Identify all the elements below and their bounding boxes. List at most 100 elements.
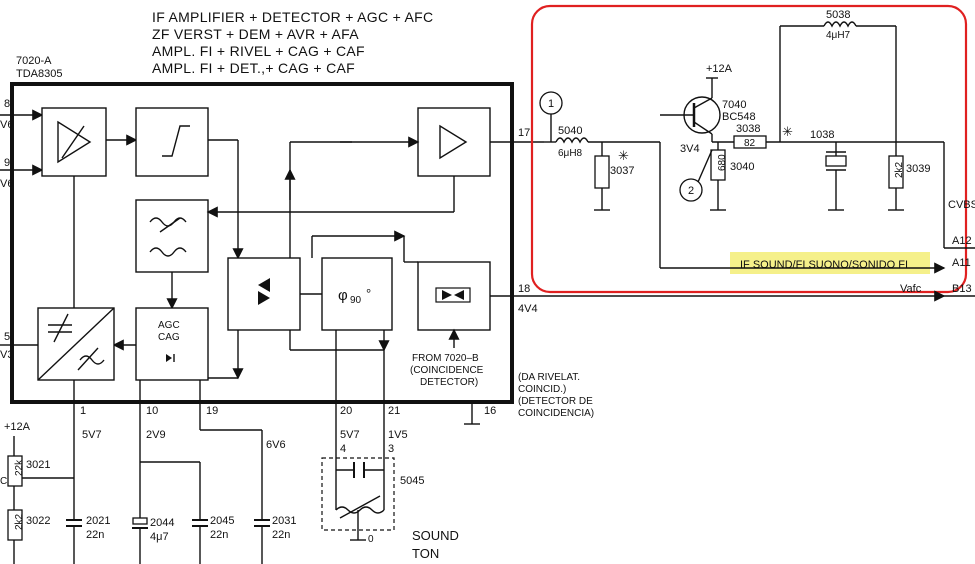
phase-degree: ° <box>366 286 371 301</box>
a12-label: A12 <box>952 235 972 247</box>
pin-1-voltage: 5V7 <box>82 429 102 441</box>
pin-18: 18 <box>518 283 530 295</box>
phase-sub: 90 <box>350 295 362 306</box>
resistor-3039-value: 2k2 <box>894 161 905 178</box>
svg-text:✳: ✳ <box>618 148 629 163</box>
transistor-supply: +12A <box>706 63 733 75</box>
cap-2044-label: 2044 <box>150 517 174 529</box>
block-output-amplifier <box>417 107 491 177</box>
pin-20: 20 <box>340 405 352 417</box>
pin-18-voltage: 4V4 <box>518 303 538 315</box>
header-line-4: AMPL. FI + DET.,+ CAG + CAF <box>152 60 355 76</box>
from-note-1: FROM 7020–B <box>412 353 479 364</box>
block-limiter <box>135 107 209 177</box>
resistor-3022-value: 2k2 <box>14 513 25 530</box>
cap-2021-label: 2021 <box>86 515 110 527</box>
c-mark: C <box>0 476 7 487</box>
inductor-5040-label: 5040 <box>558 125 582 137</box>
header-line-2: ZF VERST + DEM + AVR + AFA <box>152 26 359 42</box>
pin-5: 5 <box>4 331 10 343</box>
sound-label: SOUND <box>412 528 459 543</box>
agc-label: AGC <box>158 320 180 331</box>
header-line-1: IF AMPLIFIER + DETECTOR + AGC + AFC <box>152 9 433 25</box>
resistor-3039-label: 3039 <box>906 163 930 175</box>
block-coincidence-detector <box>417 261 491 331</box>
inductor-5038-label: 5038 <box>826 9 850 21</box>
pin-16: 16 <box>484 405 496 417</box>
resistor-3038-value: 82 <box>744 138 756 149</box>
marker-2: 2 <box>688 185 694 197</box>
from-note-3: DETECTOR) <box>420 377 478 388</box>
block-bandpass-filter <box>135 199 209 273</box>
marker-1: 1 <box>548 98 554 110</box>
svg-text:✳: ✳ <box>782 124 793 139</box>
pin-19-voltage: 6V6 <box>266 439 286 451</box>
pin-10: 10 <box>146 405 158 417</box>
pin-9: 9 <box>4 157 10 169</box>
pin-5-voltage: V3 <box>0 349 13 361</box>
gnd-label-0: 0 <box>368 534 374 545</box>
pin-21-voltage: 1V5 <box>388 429 408 441</box>
pin-4: 4 <box>340 443 346 455</box>
filter-1038 <box>825 155 847 167</box>
cap-2045-value: 22n <box>210 529 228 541</box>
a11-label: A11 <box>952 257 971 269</box>
block-phase-shifter <box>321 257 393 331</box>
cap-2031-value: 22n <box>272 529 290 541</box>
from-note-4: (DA RIVELAT. <box>518 372 580 383</box>
inductor-5040-value: 6μH8 <box>558 148 583 159</box>
cag-label: CAG <box>158 332 180 343</box>
cap-2031-label: 2031 <box>272 515 296 527</box>
block-demodulator <box>227 257 301 331</box>
pin-21: 21 <box>388 405 400 417</box>
emitter-voltage: 3V4 <box>680 143 700 155</box>
capacitor-3037 <box>594 155 610 189</box>
ic-name: 7020-A <box>16 55 52 67</box>
resistor-3021-value: 22k <box>14 459 25 476</box>
pin-8: 8 <box>4 98 10 110</box>
from-note-7: COINCIDENCIA) <box>518 408 594 419</box>
resistor-3021 <box>7 455 23 487</box>
highlight-outline <box>530 4 968 294</box>
if-sound-note: IF SOUND/FI SUONO/SONIDO FI <box>740 259 908 271</box>
cap-2021-value: 22n <box>86 529 104 541</box>
capacitor-3037-label: 3037 <box>610 165 634 177</box>
ton-label: TON <box>412 546 439 561</box>
phase-symbol: φ <box>338 287 348 304</box>
block-variable-amplifier <box>41 107 107 177</box>
ic-type: TDA8305 <box>16 68 62 80</box>
bottom-supply: +12A <box>4 421 31 433</box>
inductor-5038-value: 4μH7 <box>826 30 851 41</box>
pin-10-voltage: 2V9 <box>146 429 166 441</box>
b13-label: B13 <box>952 283 972 295</box>
pin-19: 19 <box>206 405 218 417</box>
cap-2045-label: 2045 <box>210 515 234 527</box>
cvbs-label: CVBS <box>948 199 975 211</box>
pin-8-voltage: V6 <box>0 119 13 131</box>
filter-5045-label: 5045 <box>400 475 424 487</box>
transistor-7040-type: BC548 <box>722 111 756 123</box>
pin-17: 17 <box>518 127 530 139</box>
resistor-3038-label: 3038 <box>736 123 760 135</box>
ic-outline <box>10 82 514 404</box>
resistor-3022-label: 3022 <box>26 515 50 527</box>
inductor-5040 <box>555 137 589 144</box>
vafc-label: Vafc <box>900 283 922 295</box>
resistor-3021-label: 3021 <box>26 459 50 471</box>
block-agc <box>135 307 209 381</box>
header-line-3: AMPL. FI + RIVEL + CAG + CAF <box>152 43 365 59</box>
pin-1: 1 <box>80 405 86 417</box>
from-note-5: COINCID.) <box>518 384 566 395</box>
pin-20-voltage: 5V7 <box>340 429 360 441</box>
cap-2044-value: 4μ7 <box>150 531 169 543</box>
resistor-3040-label: 3040 <box>730 161 754 173</box>
filter-5045 <box>321 457 395 531</box>
transistor-7040-label: 7040 <box>722 99 746 111</box>
filter-1038-label: 1038 <box>810 129 834 141</box>
resistor-3022 <box>7 509 23 541</box>
pin-9-voltage: V6 <box>0 178 13 190</box>
from-note-2: (COINCIDENCE <box>410 365 484 376</box>
resistor-3040-value: 680 <box>717 154 728 171</box>
inductor-5038 <box>823 21 857 28</box>
